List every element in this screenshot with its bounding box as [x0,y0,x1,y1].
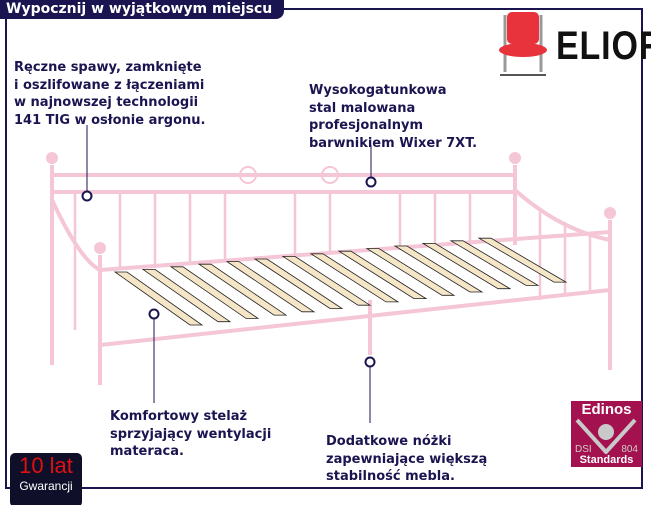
bed-slat [281,255,372,306]
checkmark-icon [575,418,637,454]
bed-slat [253,258,344,309]
bed-frame [50,165,612,385]
chair-logo-icon [499,12,547,76]
bed-slat [197,263,288,316]
warranty-badge: 10 lat Gwarancji [10,453,82,505]
bed-slat [393,245,484,293]
callout-legs: Dodatkowe nóżki zapewniające większą sta… [326,434,488,484]
bed-slat [113,271,204,326]
bed-slat [309,253,400,303]
bed-slats [113,237,568,326]
bed-slat [337,250,428,300]
certificate-label: Standards [579,454,634,466]
certificate-badge: Edinos DSI 804 Standards [571,401,642,467]
bed-slat [477,237,568,283]
bed-slat [449,240,540,286]
callout-lines [86,125,372,423]
callout-steel: Wysokogatunkowa stal malowana profesjona… [309,83,478,151]
certificate-right: 804 [621,444,638,455]
bed-slat [169,266,260,319]
page-title: Wypocznij w wyjątkowym miejscu [0,0,285,19]
warranty-label: Gwarancji [19,479,73,493]
bed-slat [365,248,456,296]
content-frame [5,8,643,489]
callout-markers [81,176,377,368]
certificate-name: Edinos [581,401,632,418]
callout-welds: Ręczne spawy, zamknięte i oszlifowane z … [14,60,206,128]
bed-slat [225,261,316,313]
warranty-years: 10 lat [19,453,73,478]
callout-slats: Komfortowy stelaż sprzyjający wentylacji… [110,409,272,459]
certificate-left: DSI [575,444,592,455]
bed-knobs [46,152,616,254]
bed-slat [421,242,512,290]
bed-slat [141,268,232,323]
